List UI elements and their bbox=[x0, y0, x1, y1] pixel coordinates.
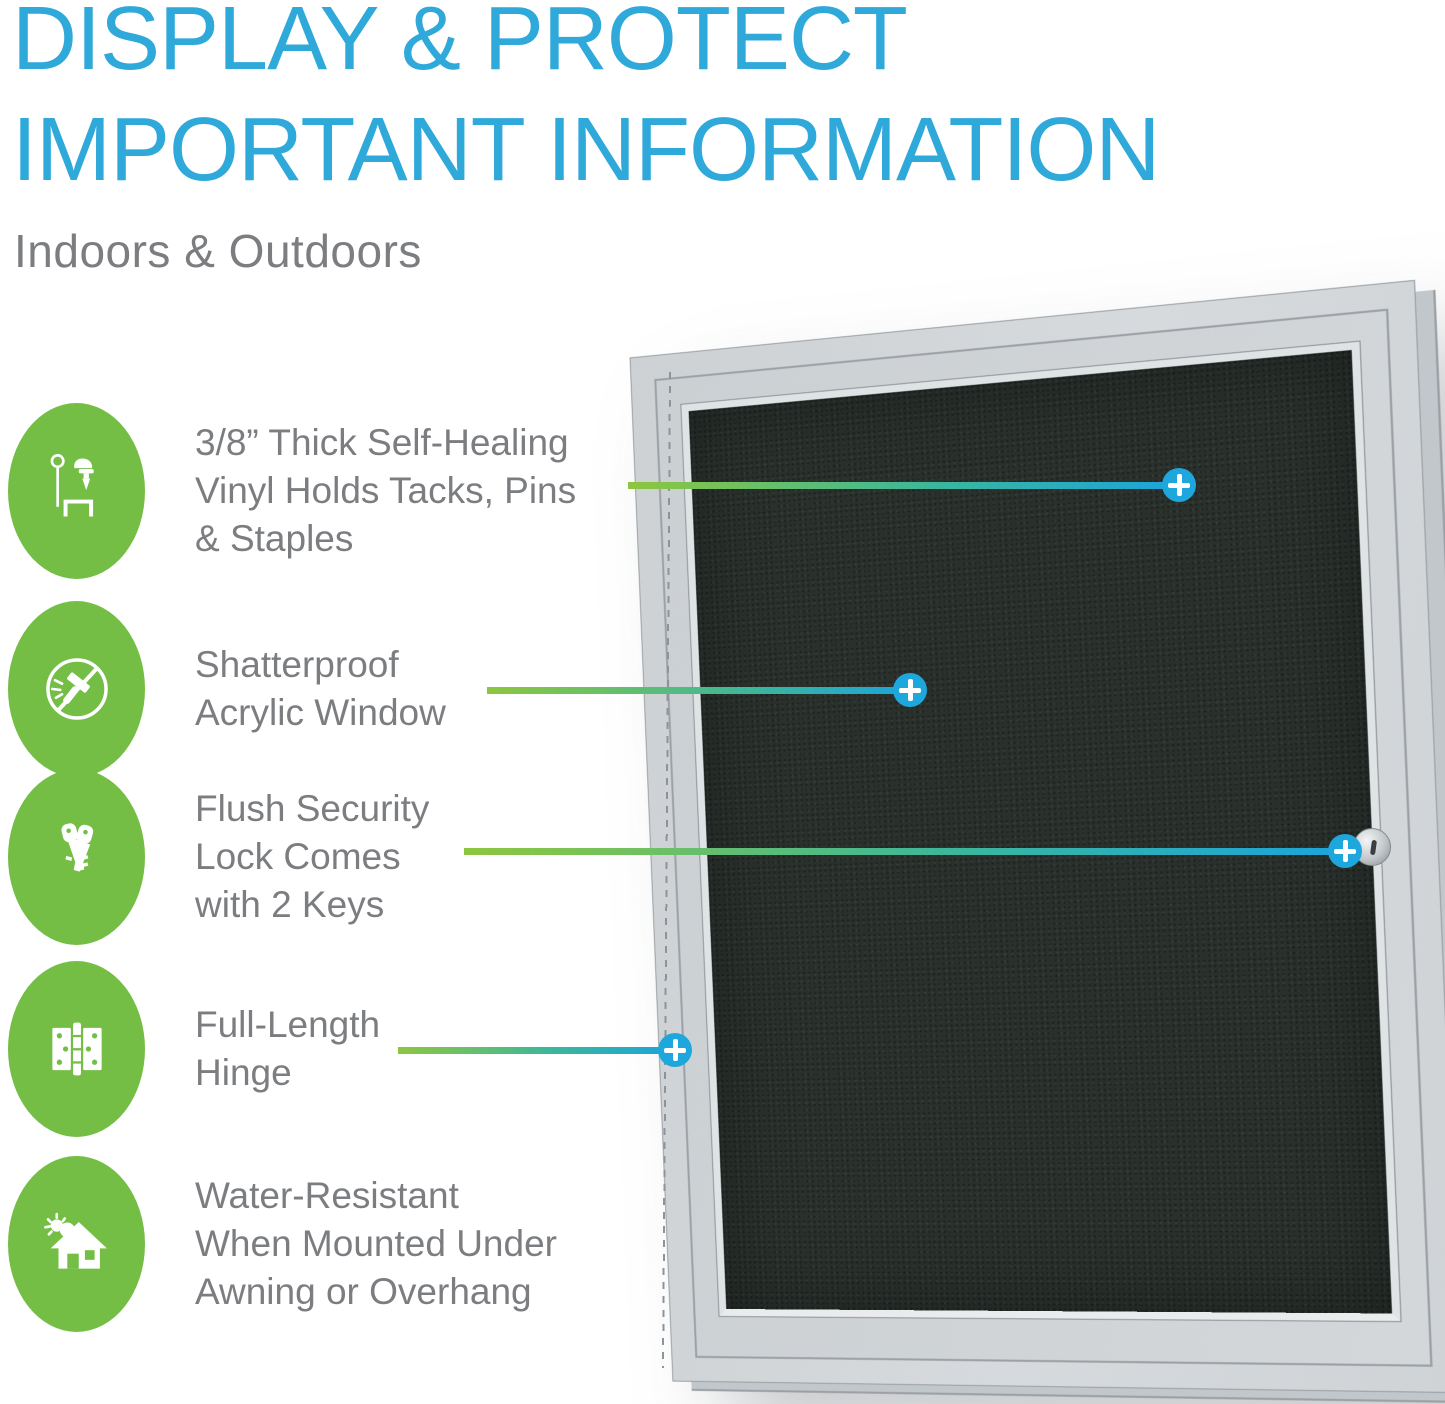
feature-label-line: Acrylic Window bbox=[195, 692, 446, 733]
house-awning-icon bbox=[8, 1156, 145, 1332]
board-door-frame bbox=[654, 308, 1433, 1367]
feature-label-line: & Staples bbox=[195, 518, 354, 559]
bulletin-board bbox=[629, 279, 1445, 1394]
keyhole-slot bbox=[1369, 839, 1378, 856]
feature-row-window: Shatterproof Acrylic Window bbox=[8, 601, 446, 777]
callout-line-hinge bbox=[398, 1047, 675, 1054]
feature-label-line: Shatterproof bbox=[195, 644, 399, 685]
feature-label-line: with 2 Keys bbox=[195, 884, 385, 925]
callout-line-window bbox=[487, 687, 910, 694]
feature-label: Shatterproof Acrylic Window bbox=[195, 641, 446, 737]
callout-line-vinyl bbox=[628, 482, 1179, 489]
feature-label-line: Flush Security bbox=[195, 788, 430, 829]
page-subtitle: Indoors & Outdoors bbox=[14, 225, 422, 277]
feature-label: 3/8” Thick Self-Healing Vinyl Holds Tack… bbox=[195, 419, 576, 563]
feature-label-line: Water-Resistant bbox=[195, 1175, 459, 1216]
plus-marker-window bbox=[893, 673, 927, 707]
feature-label: Full-Length Hinge bbox=[195, 1001, 380, 1097]
feature-row-vinyl: 3/8” Thick Self-Healing Vinyl Holds Tack… bbox=[8, 403, 576, 579]
plus-marker-vinyl bbox=[1162, 468, 1196, 502]
feature-row-hinge: Full-Length Hinge bbox=[8, 961, 380, 1137]
feature-label-line: Lock Comes bbox=[195, 836, 401, 877]
page-title-line-2: IMPORTANT INFORMATION bbox=[12, 100, 1160, 200]
callout-line-lock bbox=[464, 848, 1345, 855]
plus-marker-hinge bbox=[658, 1033, 692, 1067]
feature-label-line: Awning or Overhang bbox=[195, 1271, 532, 1312]
feature-label-line: Full-Length bbox=[195, 1004, 381, 1045]
page-title: DISPLAY & PROTECT IMPORTANT INFORMATION bbox=[12, 0, 1160, 206]
feature-label-line: Vinyl Holds Tacks, Pins bbox=[195, 470, 577, 511]
plus-marker-lock bbox=[1328, 834, 1362, 868]
board-outer-frame bbox=[629, 279, 1445, 1394]
feature-label-line: 3/8” Thick Self-Healing bbox=[195, 422, 569, 463]
keys-icon bbox=[8, 769, 145, 945]
feature-label: Water-Resistant When Mounted Under Awnin… bbox=[195, 1172, 557, 1316]
no-hammer-icon bbox=[8, 601, 145, 777]
feature-label-line: Hinge bbox=[195, 1052, 292, 1093]
feature-label-line: When Mounted Under bbox=[195, 1223, 557, 1264]
feature-label: Flush Security Lock Comes with 2 Keys bbox=[195, 785, 429, 929]
feature-row-water-resistant: Water-Resistant When Mounted Under Awnin… bbox=[8, 1156, 557, 1332]
tack-pin-staple-icon bbox=[8, 403, 145, 579]
page-title-line-1: DISPLAY & PROTECT bbox=[12, 0, 908, 89]
hinge-icon bbox=[8, 961, 145, 1137]
feature-row-lock: Flush Security Lock Comes with 2 Keys bbox=[8, 769, 429, 945]
board-vinyl-surface bbox=[688, 349, 1393, 1314]
